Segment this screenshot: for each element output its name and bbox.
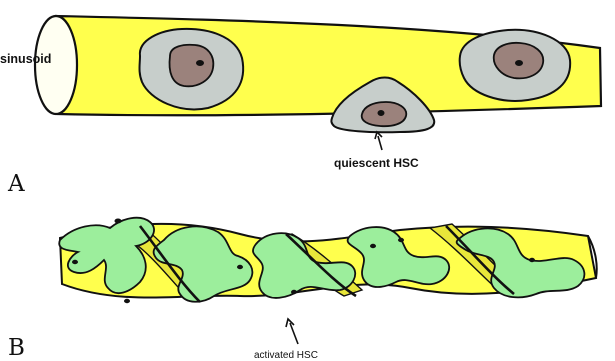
panel-a-label: A [7, 171, 25, 197]
nucleolus [378, 110, 385, 116]
quiescent-arrow [375, 132, 382, 150]
nucleolus [515, 60, 523, 66]
nucleolus [196, 60, 204, 66]
panel-b: activated HSC B [8, 218, 597, 361]
panel-b-label: B [8, 335, 25, 361]
quiescent-hsc-label: quiescent HSC [334, 156, 419, 170]
activated-hsc-label: activated HSC [254, 350, 318, 361]
activated-arrow [286, 319, 298, 344]
sinusoid-label: sinusoid [0, 52, 51, 66]
quiescent-cell-left [140, 29, 244, 109]
quiescent-cell-right [460, 30, 571, 101]
panel-a: sinusoid quiescent HSC A [0, 16, 601, 197]
